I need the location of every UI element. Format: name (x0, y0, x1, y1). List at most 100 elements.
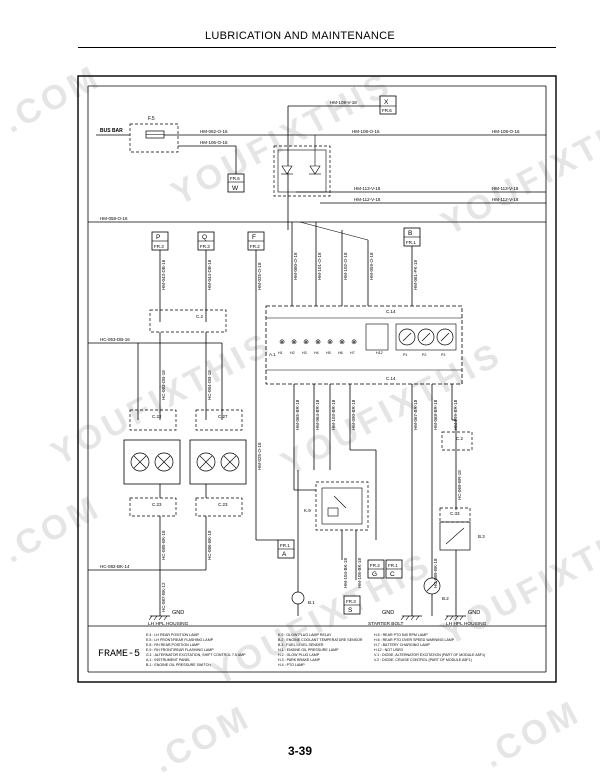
connector-s-letter: S (348, 607, 353, 614)
svg-text:⊗: ⊗ (291, 339, 297, 346)
connector-b-fr: FR.1 (406, 240, 416, 245)
wire-hc087: HC-087-BK-12 (161, 582, 166, 612)
lamp-housing-rh (189, 439, 247, 485)
wire-hm104: HM-104-BK-18 (343, 557, 348, 588)
diagram-frame (77, 75, 557, 683)
connector-f-letter: F (252, 234, 256, 241)
gauge-p2-label: P2 (422, 353, 426, 357)
connector-s-fr: FR.3 (346, 599, 356, 604)
wire-hm043: HM-043-DB-16 (161, 259, 166, 290)
legend-col3-5: V.2 : DIODE, CRUISE CONTROL (PART OF MOD… (374, 658, 472, 662)
legend-col1-3: E.9 : RH FRONT/REAR FLASHING LAMP (146, 648, 214, 652)
connector-c33 (439, 507, 471, 523)
lamp-housing-lh (123, 439, 181, 485)
connector-c-letter: C (390, 571, 395, 578)
wire-hm059: HM-059-O-18 (369, 252, 374, 280)
legend-col1-5: A.1 : INSTRUMENT PANEL (146, 658, 190, 662)
connector-p-fr: FR.3 (154, 244, 164, 249)
wire-hm105: HM-105-BK-18 (357, 557, 362, 588)
wire-hm109: HM-109-V-18 (330, 100, 357, 105)
k9-label: K.9 (304, 508, 311, 513)
wire-hm090: HM-090-BR-18 (351, 399, 356, 430)
lamp-e5 (154, 452, 174, 472)
connector-x-letter: X (384, 99, 389, 106)
ground-starter (400, 540, 422, 621)
wire-hm068: HM-068-BR-18 (433, 399, 438, 430)
legend-col3-3: H.12 : NOT USED (374, 648, 403, 652)
wire-hm060: HM-060-O-18 (293, 252, 298, 280)
rh-hpl-label: LH HPL HOUSING (446, 621, 487, 627)
starter-bolt-label: STARTER BOLT (368, 621, 404, 627)
wire-hm061: HM-061-PK-18 (413, 259, 418, 290)
legend-col3-1: H.6 : REAR PTO OVER SPEED WARNING LAMP (374, 638, 455, 642)
diagram-label: C.2 (456, 436, 464, 441)
wire-hm044: HM-044-DB-16 (207, 259, 212, 290)
connector-g-fr: FR.2 (370, 563, 380, 568)
wire-hm062: HM-062-O-16 (200, 129, 228, 134)
wire-hm108a: HM-108-O-16 (352, 129, 380, 134)
wire-hc086: HC-086-BK-18 (207, 530, 212, 560)
wire-hm101: HM-101-O-18 (317, 252, 322, 280)
pin-h1: H1 (278, 351, 283, 355)
wire-hm065: HM-065-BR-18 (295, 399, 300, 430)
connector-f-fr: FR.2 (250, 244, 260, 249)
legend-col1-0: E.4 : LH REAR POSITION LAMP (146, 633, 200, 637)
wire-hm102: HM-102-O-18 (343, 252, 348, 280)
connector-q-letter: Q (202, 234, 207, 241)
gnd-rh-label: GND (468, 610, 480, 616)
wire-hm103: HM-103-BR-18 (331, 399, 336, 430)
wire-hc085: HC-085-BK-18 (161, 530, 166, 560)
b3-label: B.3 (478, 534, 485, 539)
connector-w (227, 173, 245, 193)
b2-label: B.2 (442, 596, 449, 601)
connector-c22 (129, 409, 177, 431)
lh-hpl-label: LH HPL HOUSING (148, 621, 189, 627)
wire-hm025a: HM-025-O-18 (257, 262, 262, 290)
b1-label: B.1 (308, 600, 315, 605)
connector-c27 (195, 409, 243, 431)
legend-col2-6: H.4 : PTO LAMP (278, 663, 305, 667)
svg-text:⊗: ⊗ (315, 339, 321, 346)
svg-text:⊗: ⊗ (351, 339, 357, 346)
wire-hc084: HC-084-DB-18 (207, 370, 212, 400)
gauge-p3-label: P3 (441, 353, 445, 357)
wire-hm099: HM-099-BR-18 (453, 399, 458, 430)
connector-c2-top (149, 309, 227, 333)
connector-b-letter: B (408, 230, 412, 237)
pin-h6: H6 (338, 351, 343, 355)
a1-label: A.1 (269, 352, 276, 357)
gauge-p1-label: P1 (403, 353, 407, 357)
legend-col1-2: E.8 : RH REAR POSITION LAMP (146, 643, 200, 647)
connector-w-letter: W (232, 185, 239, 192)
legend-col1-1: E.5 : LH FRONT/REAR FLASHING LAMP (146, 638, 214, 642)
page-number: 3-39 (287, 744, 313, 758)
legend-col3-2: H.7 : BATTERY CHARGING LAMP (374, 643, 431, 647)
legend-col2-1: B.2 : ENGINE COOLANT TEMPERATURE SENSOR (278, 638, 363, 642)
wire-hm058: HM-058-O-16 (100, 216, 128, 221)
wire-hc082: HC-082-BK-14 (100, 564, 130, 569)
legend-col1-4: G.1 : ALTERNATOR EXCITATION, SHIFT CONTR… (146, 653, 246, 657)
legend-col2-5: H.3 : PARK BRAKE LAMP (278, 658, 321, 662)
svg-text:⊗: ⊗ (303, 339, 309, 346)
svg-text:⊗: ⊗ (327, 339, 333, 346)
connector-c-fr: FR.1 (388, 563, 398, 568)
fuel-sender-b3 (439, 521, 471, 551)
c2-label: C.2 (196, 314, 204, 319)
pin-h2: H2 (290, 351, 295, 355)
c14-top-label: C.14 (386, 309, 396, 314)
lamp-e4 (130, 452, 150, 472)
wire-hm067: HM-067-BR-18 (413, 399, 418, 430)
diagram-label: C.23 (218, 502, 228, 507)
wire-hm113a: HM-113-V-18 (354, 186, 381, 191)
bus-bar-label: BUS BAR (100, 128, 123, 134)
svg-text:⊗: ⊗ (279, 339, 285, 346)
fuse-f5-label: F.5 (148, 116, 155, 122)
oil-pressure-switch-b1 (291, 591, 305, 605)
connector-p-letter: P (156, 234, 160, 241)
gnd-starter-label: GND (382, 610, 394, 616)
wire-hm108b: HM-108-O-16 (492, 129, 520, 134)
c27-label: C.27 (218, 414, 228, 419)
diode-module (273, 145, 331, 197)
wire-hm025b: HM-025-O-18 (257, 442, 262, 470)
